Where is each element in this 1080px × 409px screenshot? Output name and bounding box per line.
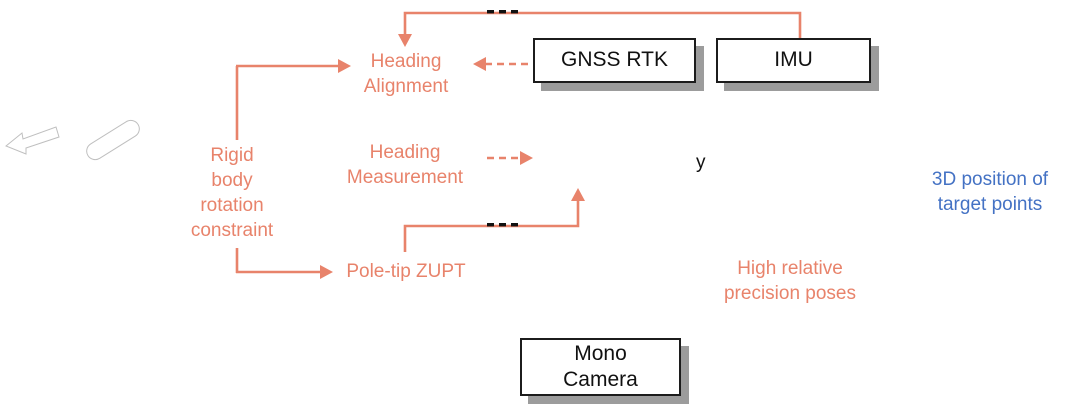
connector-rigid-body-bracket <box>235 64 338 274</box>
arrowhead-into-pole-zupt <box>320 265 333 279</box>
high-relative-precision-poses-label: High relative precision poses <box>723 258 857 305</box>
pole-arrow-shape <box>5 126 60 155</box>
imu-label: IMU <box>774 48 813 72</box>
arrowhead-up-pole-zupt <box>571 188 585 201</box>
pole-tip-zupt-label: Pole-tip ZUPT <box>346 261 466 282</box>
imu-box: IMU <box>716 38 871 83</box>
arrowhead-left-gnss <box>473 57 486 71</box>
mono-camera-box: Mono Camera <box>520 338 681 396</box>
heading-alignment-label: Heading Alignment <box>363 51 449 98</box>
arrowhead-right-heading-measurement <box>520 151 533 165</box>
arrowhead-into-heading-alignment-left <box>338 59 351 73</box>
pole-illustration <box>5 126 60 155</box>
heading-measurement-label: Heading Measurement <box>346 142 464 189</box>
arrowhead-into-heading-alignment <box>398 34 412 47</box>
stray-glyph: y <box>696 152 706 173</box>
gnss-rtk-box: GNSS RTK <box>533 38 696 83</box>
connector-imu-to-heading-alignment <box>403 11 802 38</box>
mono-camera-label: Mono Camera <box>563 341 638 391</box>
3d-position-target-points-label: 3D position of target points <box>931 169 1049 216</box>
gnss-rtk-label: GNSS RTK <box>561 48 668 72</box>
rigid-body-rotation-constraint-label: Rigid body rotation constraint <box>190 145 274 242</box>
black-dash-fragments <box>487 10 518 227</box>
